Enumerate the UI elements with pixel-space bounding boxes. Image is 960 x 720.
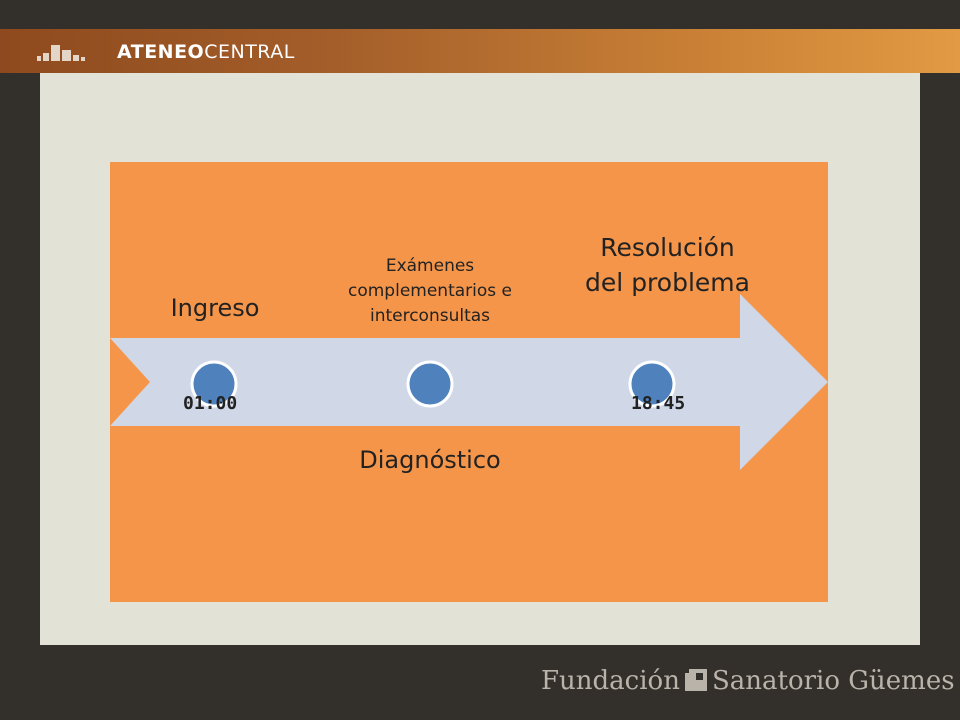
milestone-marker-3	[628, 360, 676, 408]
milestone-marker-2	[406, 360, 454, 408]
footer-right-text: Sanatorio Güemes	[711, 666, 955, 696]
time-label-start: 01:00	[183, 393, 238, 414]
milestone-marker-1	[190, 360, 238, 408]
brand-title: ATENEOCENTRAL	[117, 42, 295, 62]
footer-left-text: Fundación	[541, 666, 680, 696]
brand-light: CENTRAL	[204, 41, 295, 63]
header-bar: ATENEOCENTRAL	[0, 29, 960, 73]
label-resolucion: Resolución del problema	[585, 233, 750, 297]
time-label-end: 18:45	[631, 393, 686, 414]
brand-bold: ATENEO	[117, 41, 205, 63]
timeline-diagram: Ingreso Exámenes complementarios e inter…	[110, 162, 828, 602]
arrow-shape	[110, 294, 828, 470]
timeline-arrow	[110, 294, 828, 470]
label-examenes: Exámenes complementarios e interconsulta…	[348, 256, 512, 326]
foundation-mark-icon	[684, 668, 707, 691]
footer-logo: Fundación Sanatorio Güemes	[541, 666, 955, 696]
label-ingreso: Ingreso	[170, 294, 260, 322]
bars-logo-icon	[37, 45, 85, 61]
label-diagnostico: Diagnóstico	[359, 446, 501, 474]
